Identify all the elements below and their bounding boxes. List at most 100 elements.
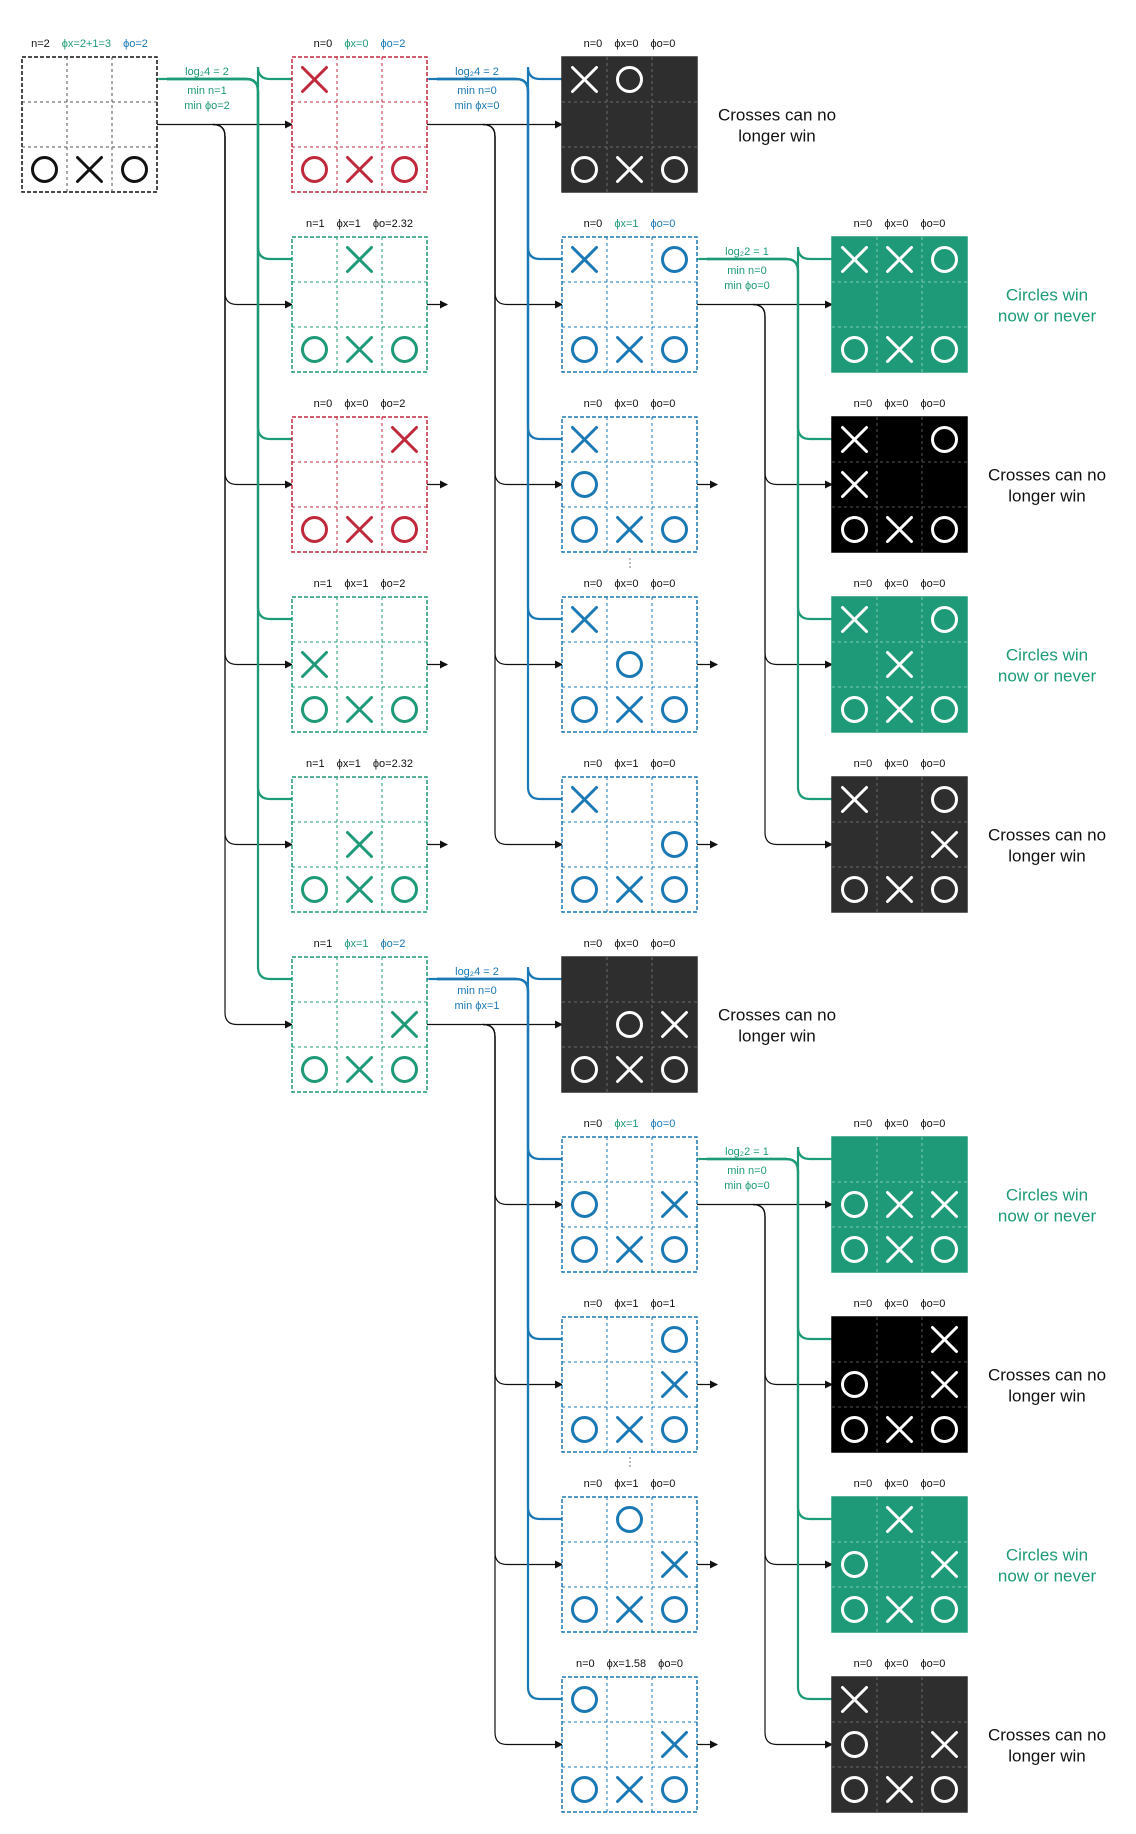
label-part: ϕo=0 xyxy=(651,38,676,50)
cross-mark xyxy=(841,786,868,813)
annotation-line: min n=0 xyxy=(727,265,766,277)
label-part: ϕo=2 xyxy=(381,938,406,950)
cross-mark xyxy=(886,246,913,273)
board-frame xyxy=(291,956,428,1093)
label-part: ϕx=0 xyxy=(614,398,638,410)
edge-group-g7 xyxy=(697,1200,833,1749)
label-part: ϕx=0 xyxy=(884,218,908,230)
board-c5 xyxy=(291,776,428,913)
label-part: n=1 xyxy=(314,938,333,950)
circle-mark xyxy=(391,336,418,363)
board-g10 xyxy=(561,1676,698,1813)
circle-mark xyxy=(841,1551,868,1578)
caption-line: longer win xyxy=(1008,1387,1086,1406)
circle-mark xyxy=(571,1776,598,1803)
board-g1 xyxy=(561,56,698,193)
circle-mark xyxy=(661,831,688,858)
circle-mark xyxy=(301,156,328,183)
circle-mark xyxy=(931,336,958,363)
label-part: n=1 xyxy=(314,578,333,590)
circle-mark xyxy=(661,1056,688,1083)
label-part: ϕo=0 xyxy=(921,578,946,590)
board-g5 xyxy=(561,776,698,913)
label-part: ϕx=0 xyxy=(344,398,368,410)
circle-mark xyxy=(391,876,418,903)
label-part: ϕo=0 xyxy=(651,1118,676,1130)
label-part: n=0 xyxy=(576,1658,595,1670)
circle-mark xyxy=(571,1686,598,1713)
cross-mark xyxy=(841,606,868,633)
cross-mark xyxy=(571,786,598,813)
label-part: ϕo=0 xyxy=(921,218,946,230)
label-part: ϕo=2 xyxy=(381,578,406,590)
circle-mark xyxy=(661,336,688,363)
board-frame xyxy=(561,1316,698,1453)
label-part: ϕx=0 xyxy=(614,578,638,590)
annotation-line: log₂4 = 2 xyxy=(455,66,499,78)
board-frame xyxy=(291,596,428,733)
cross-mark xyxy=(391,426,418,453)
board-c1 xyxy=(291,56,428,193)
circle-mark xyxy=(391,156,418,183)
cross-mark xyxy=(841,246,868,273)
cross-mark xyxy=(571,66,598,93)
label-part: ϕx=1 xyxy=(337,218,361,230)
label-part: ϕx=2+1=3 xyxy=(62,38,111,50)
caption-line: Crosses can no xyxy=(988,826,1106,845)
label-part: n=0 xyxy=(584,758,603,770)
label-part: n=0 xyxy=(854,758,873,770)
cross-mark xyxy=(886,651,913,678)
annotation-line: log₂4 = 2 xyxy=(185,66,229,78)
board-c4 xyxy=(291,596,428,733)
board-frame xyxy=(561,1676,698,1813)
circle-mark xyxy=(661,1776,688,1803)
circle-mark xyxy=(841,1731,868,1758)
label-part: ϕx=0 xyxy=(884,1658,908,1670)
edge-group-root xyxy=(157,120,293,1029)
label-part: n=0 xyxy=(854,1658,873,1670)
label-part: ϕo=2.32 xyxy=(373,758,413,770)
caption-line: now or never xyxy=(998,667,1097,686)
cross-mark xyxy=(301,66,328,93)
board-h5 xyxy=(831,1136,968,1273)
circle-mark xyxy=(841,1596,868,1623)
caption-line: Crosses can no xyxy=(718,106,836,125)
caption-line: longer win xyxy=(1008,1747,1086,1766)
circle-mark xyxy=(571,876,598,903)
label-part: ϕx=1 xyxy=(614,758,638,770)
label-part: ϕx=0 xyxy=(884,1478,908,1490)
label-part: ϕx=0 xyxy=(614,38,638,50)
backprop-line xyxy=(437,77,562,801)
circle-mark xyxy=(931,696,958,723)
board-g3 xyxy=(561,416,698,553)
cross-mark xyxy=(571,426,598,453)
backprop-line xyxy=(167,77,292,621)
caption-line: Crosses can no xyxy=(718,1006,836,1025)
label-part: ϕo=0 xyxy=(921,1118,946,1130)
label-part: n=0 xyxy=(584,938,603,950)
label-part: n=0 xyxy=(854,578,873,590)
cross-mark xyxy=(931,1371,958,1398)
cross-mark xyxy=(886,1776,913,1803)
backprop-g2 xyxy=(690,246,832,801)
label-part: ϕo=2 xyxy=(381,398,406,410)
annotation-line: min n=0 xyxy=(457,85,496,97)
label-part: ϕo=2.32 xyxy=(373,218,413,230)
cross-mark xyxy=(886,336,913,363)
cross-mark xyxy=(886,876,913,903)
annotation-line: min ϕx=1 xyxy=(455,1000,500,1012)
label-part: ϕx=0 xyxy=(884,398,908,410)
